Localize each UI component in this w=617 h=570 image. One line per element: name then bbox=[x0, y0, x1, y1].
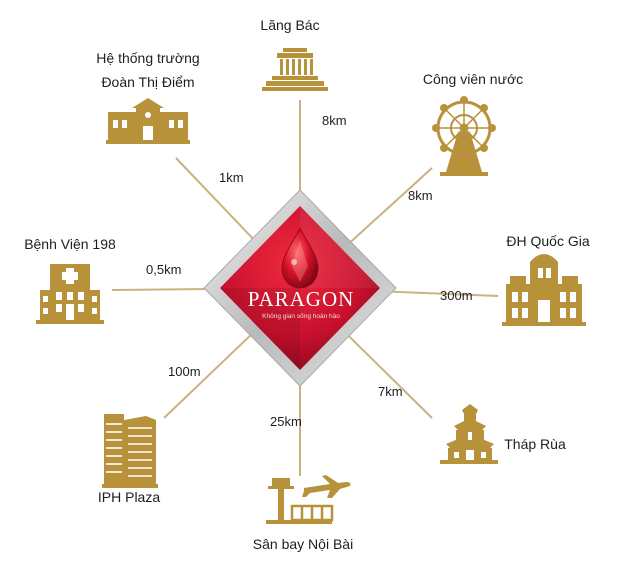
skyscraper-icon bbox=[102, 414, 158, 488]
distance-dh-quoc-gia: 300m bbox=[440, 288, 473, 303]
distance-lang-bac: 8km bbox=[322, 113, 347, 128]
school-icon bbox=[106, 98, 190, 144]
landmark-label-dh-quoc-gia: ĐH Quốc Gia bbox=[506, 233, 590, 249]
landmark-label-iph-plaza: IPH Plaza bbox=[97, 489, 161, 505]
distance-iph-plaza: 100m bbox=[168, 364, 201, 379]
distance-thap-rua: 7km bbox=[378, 384, 403, 399]
ferris-wheel-icon bbox=[432, 96, 496, 176]
distance-san-bay-noi-bai: 25km bbox=[270, 414, 302, 429]
ruby-drop-logo bbox=[281, 227, 319, 289]
paragon-diamond: PARAGON Không gian sống hoàn hảo bbox=[203, 189, 397, 387]
distance-benh-vien-198: 0,5km bbox=[146, 262, 182, 277]
distance-doan-thi-diem: 1km bbox=[219, 170, 244, 185]
landmark-label-doan-thi-diem: Hệ thống trường Đoàn Thị Điểm bbox=[96, 50, 200, 90]
brand-tagline: Không gian sống hoàn hảo bbox=[262, 311, 340, 320]
airport-icon bbox=[266, 475, 351, 524]
distance-cong-vien-nuoc: 8km bbox=[408, 188, 433, 203]
landmark-label-lang-bac: Lăng Bác bbox=[260, 17, 320, 33]
landmark-label-thap-rua: Tháp Rùa bbox=[504, 436, 566, 452]
mausoleum-icon bbox=[262, 48, 328, 91]
landmark-label-san-bay-noi-bai: Sân bay Nội Bài bbox=[252, 536, 354, 552]
brand-name: PARAGON bbox=[248, 287, 355, 311]
university-building-icon bbox=[502, 254, 586, 326]
hospital-icon bbox=[36, 264, 104, 324]
landmark-label-cong-vien-nuoc: Công viên nước bbox=[422, 71, 524, 87]
landmark-label-benh-vien-198: Bệnh Viện 198 bbox=[24, 236, 116, 252]
turtle-tower-icon bbox=[440, 404, 498, 464]
